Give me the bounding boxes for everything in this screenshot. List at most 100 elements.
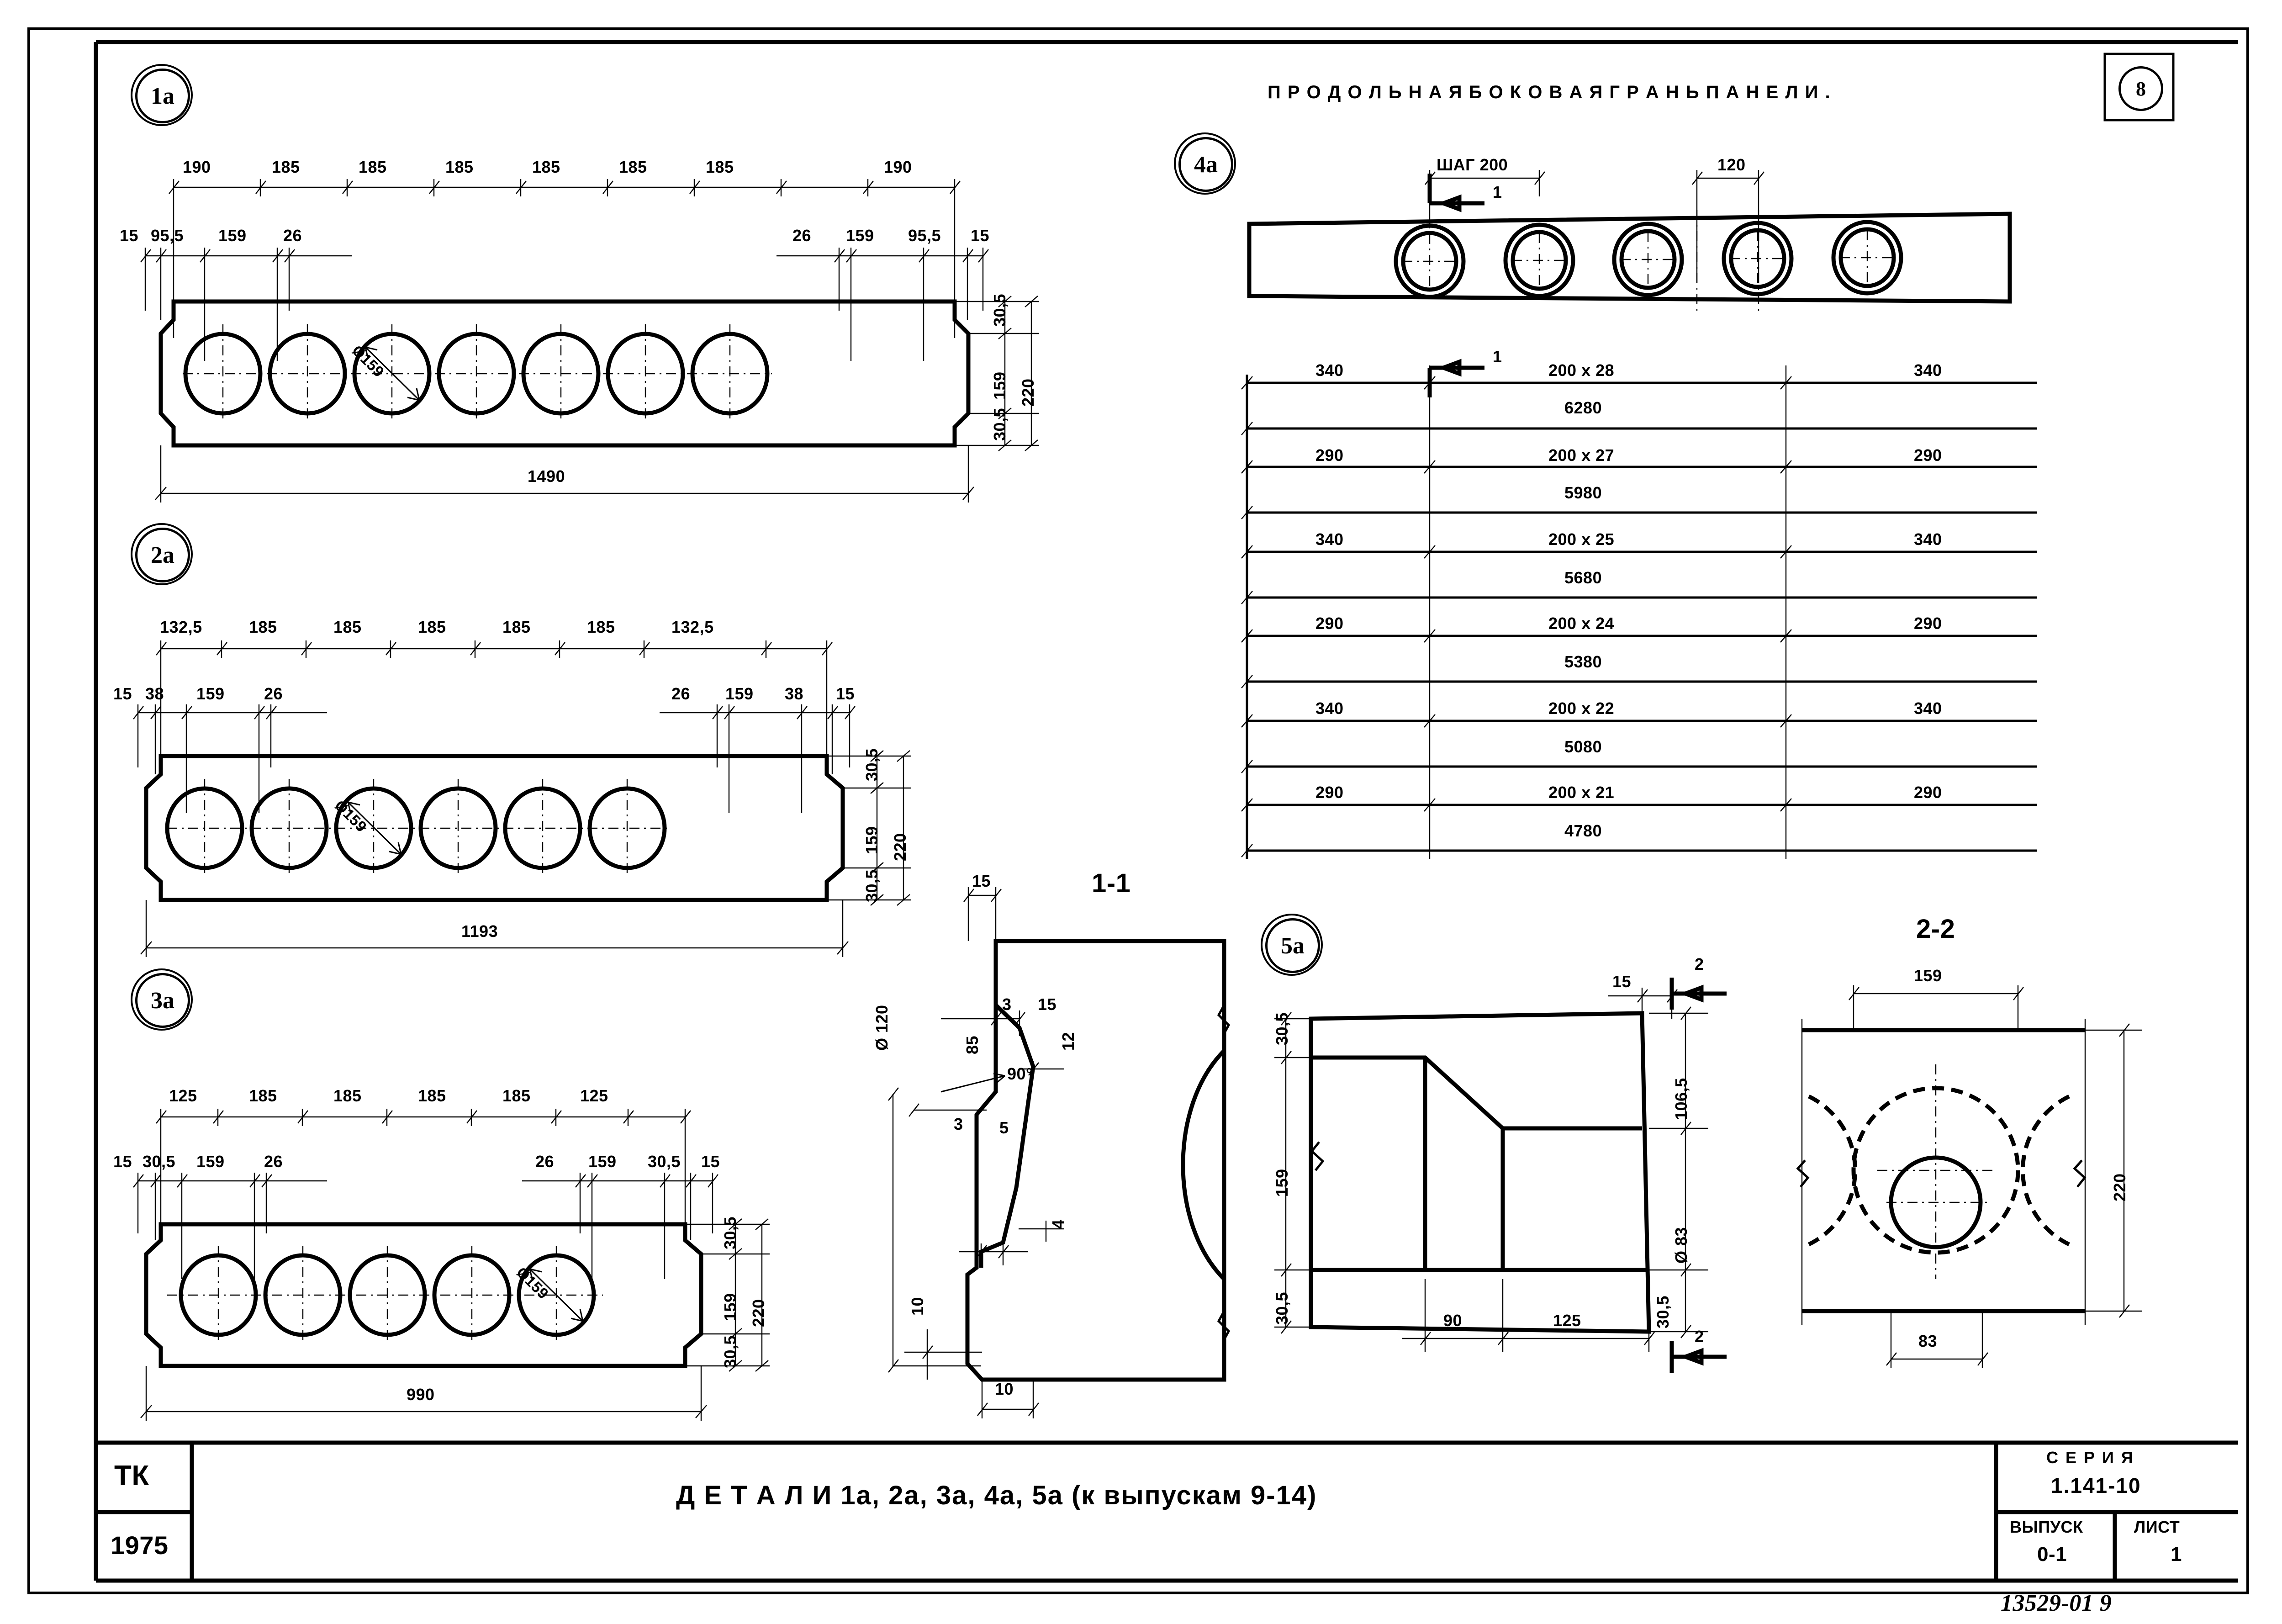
dim-2a-row2-l2: 38 [145,684,164,703]
table-row-1-middle: 200 x 28 [1548,361,1615,380]
dim-5a-right-2: Ø 83 [1672,1227,1690,1264]
dim-2-2-right: 220 [2110,1173,2129,1201]
detail-4a-balloon-outline [1174,132,1236,195]
dim-1-1-3a: 3 [1002,995,1012,1014]
dim-5a-left-2: 159 [1273,1169,1291,1197]
dim-3a-right-3: 30,5 [721,1335,740,1368]
table-row-5-left: 340 [1315,699,1344,718]
dim-3a-top-2: 185 [249,1086,277,1105]
dim-1a-row2-l1: 15 [120,226,139,245]
dim-2a-row2-r4: 15 [836,684,855,703]
dim-1a-row2-r4: 15 [971,226,990,245]
table-row-3-total: 5680 [1564,568,1602,587]
title-block-title: Д Е Т А Л И 1а, 2а, 3а, 4а, 5а (к выпуск… [676,1481,1317,1510]
detail-1a-balloon-outline [131,64,193,126]
dim-5a-right-1: 106,5 [1672,1078,1690,1120]
dim-3a-row2-l2: 30,5 [143,1152,176,1171]
table-row-4-middle: 200 x 24 [1548,614,1615,633]
table-row-6-left: 290 [1315,783,1344,802]
dim-1a-length: 1490 [528,467,565,486]
dim-3a-row2-r1: 26 [535,1152,555,1171]
title-block-series-label: С Е Р И Я [2046,1448,2134,1467]
table-row-6-middle: 200 x 21 [1548,783,1615,802]
dim-5a-bottom-1: 90 [1443,1311,1463,1330]
dim-1-1-12: 12 [1059,1032,1078,1051]
table-row-3-middle: 200 x 25 [1548,530,1615,549]
drawing-code-handwritten: 13529-01 9 [2001,1590,2112,1616]
table-row-1-left: 340 [1315,361,1344,380]
table-row-3-right: 340 [1914,530,1942,549]
table-row-1-total: 6280 [1564,398,1602,417]
dim-5a-left-3: 30,5 [1273,1291,1291,1325]
dim-3a-row2-l4: 26 [264,1152,283,1171]
dim-5a-bottom-2: 125 [1553,1311,1581,1330]
section-1-1-label: 1-1 [1092,868,1131,898]
section-mark-1-bottom: 1 [1493,347,1502,366]
dim-1-1-dia120: Ø 120 [872,1005,891,1051]
dim-1a-top-1: 190 [183,158,211,176]
title-block-issue-value: 0-1 [2037,1543,2067,1566]
dim-1a-row2-l3: 159 [218,226,247,245]
dim-2a-top-1: 132,5 [160,618,202,636]
dim-1-1-3b: 3 [954,1115,963,1133]
dim-1a-row2-r3: 95,5 [908,226,941,245]
dim-3a-top-4: 185 [418,1086,446,1105]
dim-2a-row2-l4: 26 [264,684,283,703]
dim-1a-height: 220 [1019,378,1037,407]
dim-3a-height: 220 [749,1299,768,1327]
dim-2a-row2-r1: 26 [671,684,691,703]
dim-2a-top-4: 185 [418,618,446,636]
table-row-4-left: 290 [1315,614,1344,633]
table-row-5-total: 5080 [1564,737,1602,756]
table-row-6-total: 4780 [1564,821,1602,840]
dim-2a-row2-r3: 38 [785,684,804,703]
dim-2a-row2-r2: 159 [725,684,754,703]
page-number-text: 8 [2136,77,2146,100]
dim-1a-row2-l2: 95,5 [151,226,184,245]
dim-1-1-85: 85 [963,1035,982,1054]
dim-3a-top-5: 185 [502,1086,531,1105]
table-row-2-left: 290 [1315,446,1344,465]
detail-3a-balloon-outline [131,968,193,1031]
dim-5a-left-1: 30,5 [1273,1012,1291,1045]
dim-1a-top-4: 185 [445,158,474,176]
section-mark-2-top: 2 [1695,955,1704,973]
dim-1a-row2-r1: 26 [792,226,812,245]
title-block-issue-label: ВЫПУСК [2010,1518,2083,1536]
table-row-3-left: 340 [1315,530,1344,549]
table-row-2-total: 5980 [1564,483,1602,502]
title-block-year: 1975 [111,1531,169,1560]
title-block-org: ТК [114,1460,149,1492]
table-row-4-right: 290 [1914,614,1942,633]
title-block-sheet-label: ЛИСТ [2134,1518,2180,1536]
dim-1a-top-7: 185 [706,158,734,176]
dim-5a-right-3: 30,5 [1653,1295,1672,1328]
dim-1a-row2-l4: 26 [283,226,302,245]
table-row-5-right: 340 [1914,699,1942,718]
dim-3a-top-6: 125 [580,1086,608,1105]
dim-3a-row2-r4: 15 [701,1152,720,1171]
dim-1a-row2-r2: 159 [846,226,874,245]
dim-4a-edge: 120 [1717,155,1746,174]
dim-3a-row2-r2: 159 [588,1152,617,1171]
title-block-sheet-value: 1 [2171,1543,2182,1566]
dim-1a-right-3: 30,5 [990,407,1009,441]
dim-2a-row2-l3: 159 [196,684,225,703]
dim-1a-right-2: 159 [990,371,1009,400]
dim-2a-top-7: 132,5 [671,618,714,636]
title-block-series-value: 1.141-10 [2051,1474,2141,1497]
dim-1-1-10a: 10 [908,1296,927,1316]
dim-1a-top-8: 190 [884,158,912,176]
detail-5a-balloon-outline [1261,914,1323,976]
dim-4a-pitch: ШАГ 200 [1437,155,1508,174]
dim-2a-right-1: 30,5 [862,748,881,781]
section-2-2-label: 2-2 [1916,914,1955,944]
dim-3a-top-3: 185 [333,1086,362,1105]
dim-1-1-15a: 15 [972,872,991,890]
table-row-2-right: 290 [1914,446,1942,465]
dim-1a-right-1: 30,5 [990,293,1009,327]
dim-1-1-15b: 15 [1038,995,1057,1014]
dim-1a-top-5: 185 [532,158,560,176]
